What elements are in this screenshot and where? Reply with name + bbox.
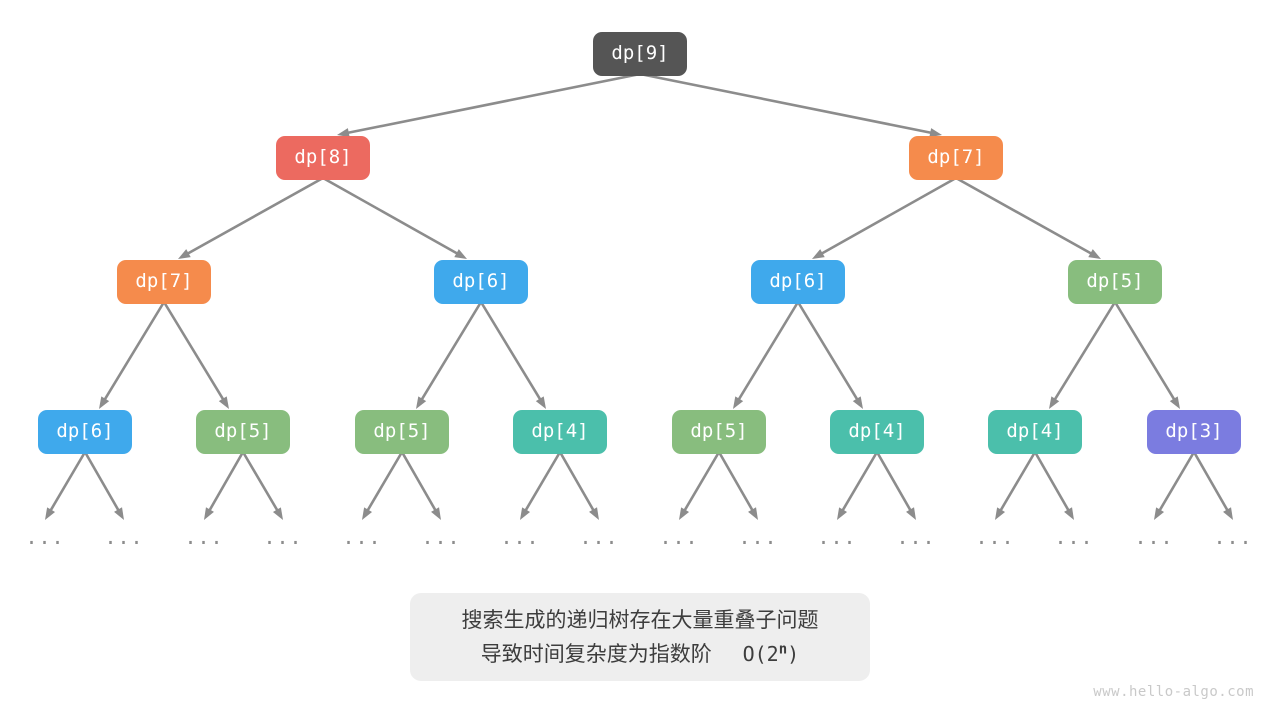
complexity-expression: O(2n): [718, 641, 800, 666]
leaf-edge-8: [679, 451, 721, 520]
tree-node-dp4: dp[4]: [513, 410, 607, 454]
leaf-edge-1: [83, 451, 124, 520]
caption-box: 搜索生成的递归树存在大量重叠子问题 导致时间复杂度为指数阶 O(2n): [410, 593, 870, 681]
tree-node-dp6: dp[6]: [434, 260, 528, 304]
leaf-edge-13: [1033, 451, 1074, 520]
ellipsis-marker: ...: [975, 525, 1015, 549]
leaf-edge-3: [241, 451, 283, 520]
tree-node-dp6: dp[6]: [38, 410, 132, 454]
leaf-edge-12: [995, 451, 1037, 520]
edge-n6-to-n13: [1049, 301, 1117, 409]
tree-node-label: dp[6]: [452, 269, 510, 292]
ellipsis-marker: ...: [104, 525, 144, 549]
tree-node-dp5: dp[5]: [1068, 260, 1162, 304]
ellipsis-marker: ...: [263, 525, 303, 549]
ellipsis-marker: ...: [342, 525, 382, 549]
edge-n6-to-n14: [1113, 301, 1180, 409]
edge-n1-to-n3: [178, 176, 324, 259]
edge-n5-to-n12: [796, 301, 863, 409]
ellipsis-marker: ...: [817, 525, 857, 549]
edge-n4-to-n10: [479, 301, 546, 409]
tree-node-dp5: dp[5]: [196, 410, 290, 454]
tree-node-label: dp[4]: [848, 419, 906, 442]
leaf-edge-4: [362, 451, 404, 520]
tree-node-label: dp[5]: [1086, 269, 1144, 292]
edge-n0-to-n2: [639, 72, 942, 138]
leaf-edge-10: [837, 451, 879, 520]
caption-line-2: 导致时间复杂度为指数阶 O(2n): [481, 637, 799, 671]
caption-line-2-text: 导致时间复杂度为指数阶: [480, 642, 712, 666]
watermark: www.hello-algo.com: [1093, 684, 1254, 700]
ellipsis-marker: ...: [579, 525, 619, 549]
leaf-edge-0: [45, 451, 87, 520]
leaf-edge-7: [558, 451, 599, 520]
tree-node-dp4: dp[4]: [988, 410, 1082, 454]
caption-line-1: 搜索生成的递归树存在大量重叠子问题: [461, 608, 819, 632]
ellipsis-marker: ...: [738, 525, 778, 549]
edge-n0-to-n1: [337, 72, 641, 138]
tree-node-dp5: dp[5]: [355, 410, 449, 454]
tree-node-label: dp[5]: [373, 419, 431, 442]
ellipsis-marker: ...: [421, 525, 461, 549]
leaf-edge-9: [717, 451, 758, 520]
edge-n5-to-n11: [733, 301, 800, 409]
edge-n3-to-n7: [99, 301, 166, 409]
complexity-exponent: n: [778, 641, 788, 658]
tree-node-dp9: dp[9]: [593, 32, 687, 76]
tree-node-dp6: dp[6]: [751, 260, 845, 304]
tree-node-dp5: dp[5]: [672, 410, 766, 454]
tree-node-dp8: dp[8]: [276, 136, 370, 180]
leaf-edge-6: [520, 451, 562, 520]
ellipsis-marker: ...: [500, 525, 540, 549]
tree-node-dp3: dp[3]: [1147, 410, 1241, 454]
ellipsis-marker: ...: [1054, 525, 1094, 549]
edge-n2-to-n6: [955, 176, 1101, 259]
tree-node-label: dp[4]: [531, 419, 589, 442]
tree-node-label: dp[9]: [611, 41, 669, 64]
edge-n4-to-n9: [416, 301, 483, 409]
ellipsis-marker: ...: [1213, 525, 1253, 549]
tree-node-label: dp[8]: [294, 145, 352, 168]
edge-n2-to-n5: [812, 176, 957, 259]
leaf-edge-11: [875, 451, 916, 520]
leaf-edge-2: [204, 451, 245, 520]
leaf-edge-5: [400, 451, 441, 520]
ellipsis-marker: ...: [184, 525, 224, 549]
leaf-edge-15: [1192, 451, 1233, 520]
complexity-open: O(2: [742, 642, 779, 666]
ellipsis-marker: ...: [25, 525, 65, 549]
edge-n3-to-n8: [162, 301, 229, 409]
tree-node-label: dp[6]: [769, 269, 827, 292]
tree-node-dp7: dp[7]: [909, 136, 1003, 180]
tree-node-label: dp[7]: [135, 269, 193, 292]
tree-node-label: dp[7]: [927, 145, 985, 168]
tree-node-label: dp[5]: [690, 419, 748, 442]
edge-n1-to-n4: [322, 176, 467, 259]
tree-node-label: dp[5]: [214, 419, 272, 442]
tree-node-label: dp[4]: [1006, 419, 1064, 442]
tree-node-label: dp[3]: [1165, 419, 1223, 442]
tree-node-dp4: dp[4]: [830, 410, 924, 454]
tree-node-dp7: dp[7]: [117, 260, 211, 304]
tree-node-label: dp[6]: [56, 419, 114, 442]
complexity-close: ): [787, 642, 800, 666]
ellipsis-marker: ...: [659, 525, 699, 549]
ellipsis-marker: ...: [1134, 525, 1174, 549]
leaf-edge-14: [1154, 451, 1196, 520]
ellipsis-marker: ...: [896, 525, 936, 549]
